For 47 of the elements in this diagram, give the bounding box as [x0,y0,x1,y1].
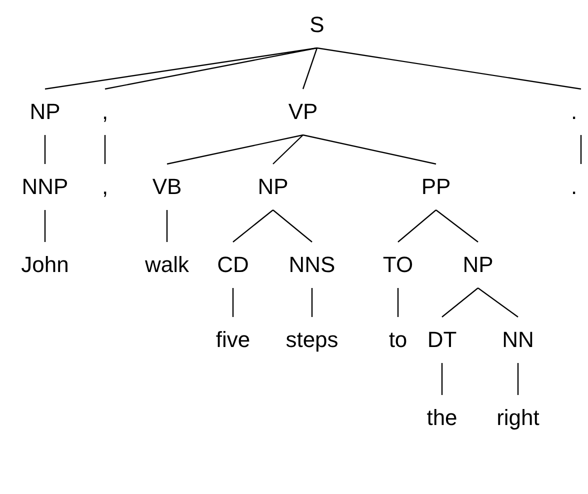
tree-label: . [570,101,578,123]
tree-branch [311,288,313,317]
tree-label: S [310,14,324,36]
tree-branch [436,210,478,242]
tree-label: . [570,176,578,198]
tree-branch [442,288,478,318]
tree-label: VP [288,101,318,123]
tree-label: steps [286,329,338,351]
tree-branch [398,210,436,242]
tree-label: VB [152,176,182,198]
tree-branch [272,134,304,164]
tree-branch [478,288,518,318]
tree-branch [232,210,274,242]
tree-label: to [388,329,408,351]
tree-label: the [426,407,458,429]
tree-label: NN [502,329,534,351]
tree-label: CD [217,254,249,276]
tree-branch [166,134,304,165]
tree-label: John [21,254,69,276]
tree-label: right [496,407,540,429]
tree-label: NP [258,176,288,198]
tree-branch [441,363,443,395]
tree-branch [104,47,318,90]
tree-branch [580,135,582,164]
tree-branch [397,288,399,317]
tree-label: , [102,101,108,123]
tree-branch [166,210,168,242]
tree-label: TO [382,254,414,276]
tree-branch [44,47,318,90]
tree-label: NNS [288,254,336,276]
tree-branch [302,48,318,90]
tree-branch [302,134,436,165]
tree-label: PP [421,176,451,198]
tree-branch [44,210,46,242]
tree-branch [44,135,46,164]
tree-label: DT [427,329,457,351]
tree-branch [517,363,519,395]
tree-label: NNP [22,176,68,198]
tree-label: walk [144,254,189,276]
tree-branch [232,288,234,317]
tree-branch [316,47,582,90]
tree-branch [272,210,312,242]
tree-branch [104,135,106,164]
tree-label: NP [462,254,494,276]
tree-label: five [216,329,250,351]
tree-label: NP [30,101,60,123]
tree-label: , [102,176,108,198]
